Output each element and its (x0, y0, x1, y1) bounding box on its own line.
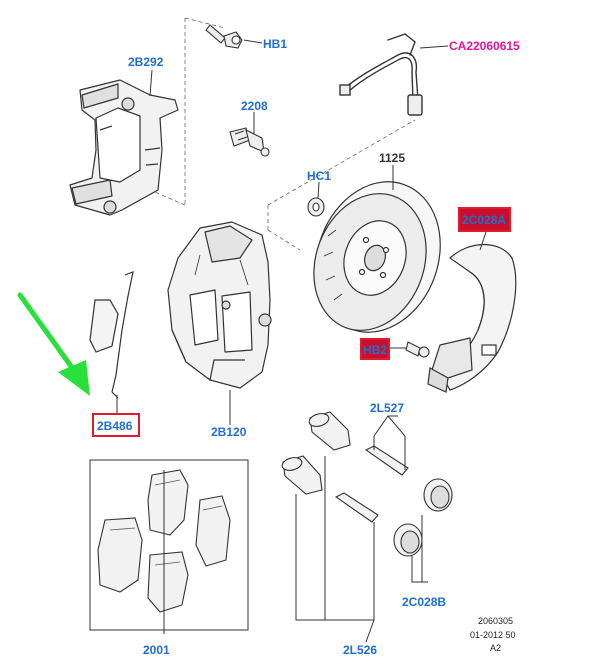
brake-disc-drawing (313, 181, 441, 333)
brake-hose-drawing (339, 33, 423, 116)
label-2l527[interactable]: 2L527 (370, 401, 404, 415)
leader-lines (116, 39, 487, 643)
reference-line-3: A2 (490, 643, 501, 653)
label-2b120[interactable]: 2B120 (211, 425, 247, 439)
label-ca22060615[interactable]: CA22060615 (449, 39, 520, 53)
caliper-bracket-drawing (69, 79, 179, 216)
reference-code-block: 2060305 01-2012 50 A2 (470, 616, 516, 653)
spring-clip-drawing (89, 271, 134, 399)
washer-hc1-drawing (307, 197, 325, 217)
label-hb1[interactable]: HB1 (263, 37, 287, 51)
label-2208[interactable]: 2208 (241, 99, 268, 113)
highlight-box-2b486 (92, 413, 140, 437)
guide-pin-2208-drawing (229, 127, 270, 157)
label-2l526[interactable]: 2L526 (343, 643, 377, 657)
reference-line-2: 01-2012 50 (470, 630, 516, 640)
pad-set-box (89, 459, 249, 631)
label-2001[interactable]: 2001 (143, 643, 170, 657)
assembly-guide-lines (149, 17, 416, 251)
reference-line-1: 2060305 (478, 616, 513, 626)
label-2c028a[interactable]: 2C028A (462, 213, 506, 227)
highlight-box-2c028a (458, 207, 511, 232)
brake-caliper-drawing (167, 221, 272, 389)
label-1125[interactable]: 1125 (379, 151, 405, 165)
label-2b486[interactable]: 2B486 (97, 419, 133, 433)
guide-sleeves-2l527 (281, 411, 409, 523)
label-2c028b[interactable]: 2C028B (402, 595, 446, 609)
green-arrow-icon (17, 292, 90, 396)
bolt-hb1-drawing (205, 24, 243, 49)
label-2b292[interactable]: 2B292 (128, 55, 164, 69)
label-hc1[interactable]: HC1 (307, 169, 331, 183)
splash-shield-drawing (427, 244, 517, 393)
highlight-box-hb2 (360, 338, 390, 360)
dust-caps-2c028b (393, 478, 453, 557)
label-hb2[interactable]: HB2 (363, 343, 387, 357)
bolt-hb2-drawing (405, 341, 430, 358)
